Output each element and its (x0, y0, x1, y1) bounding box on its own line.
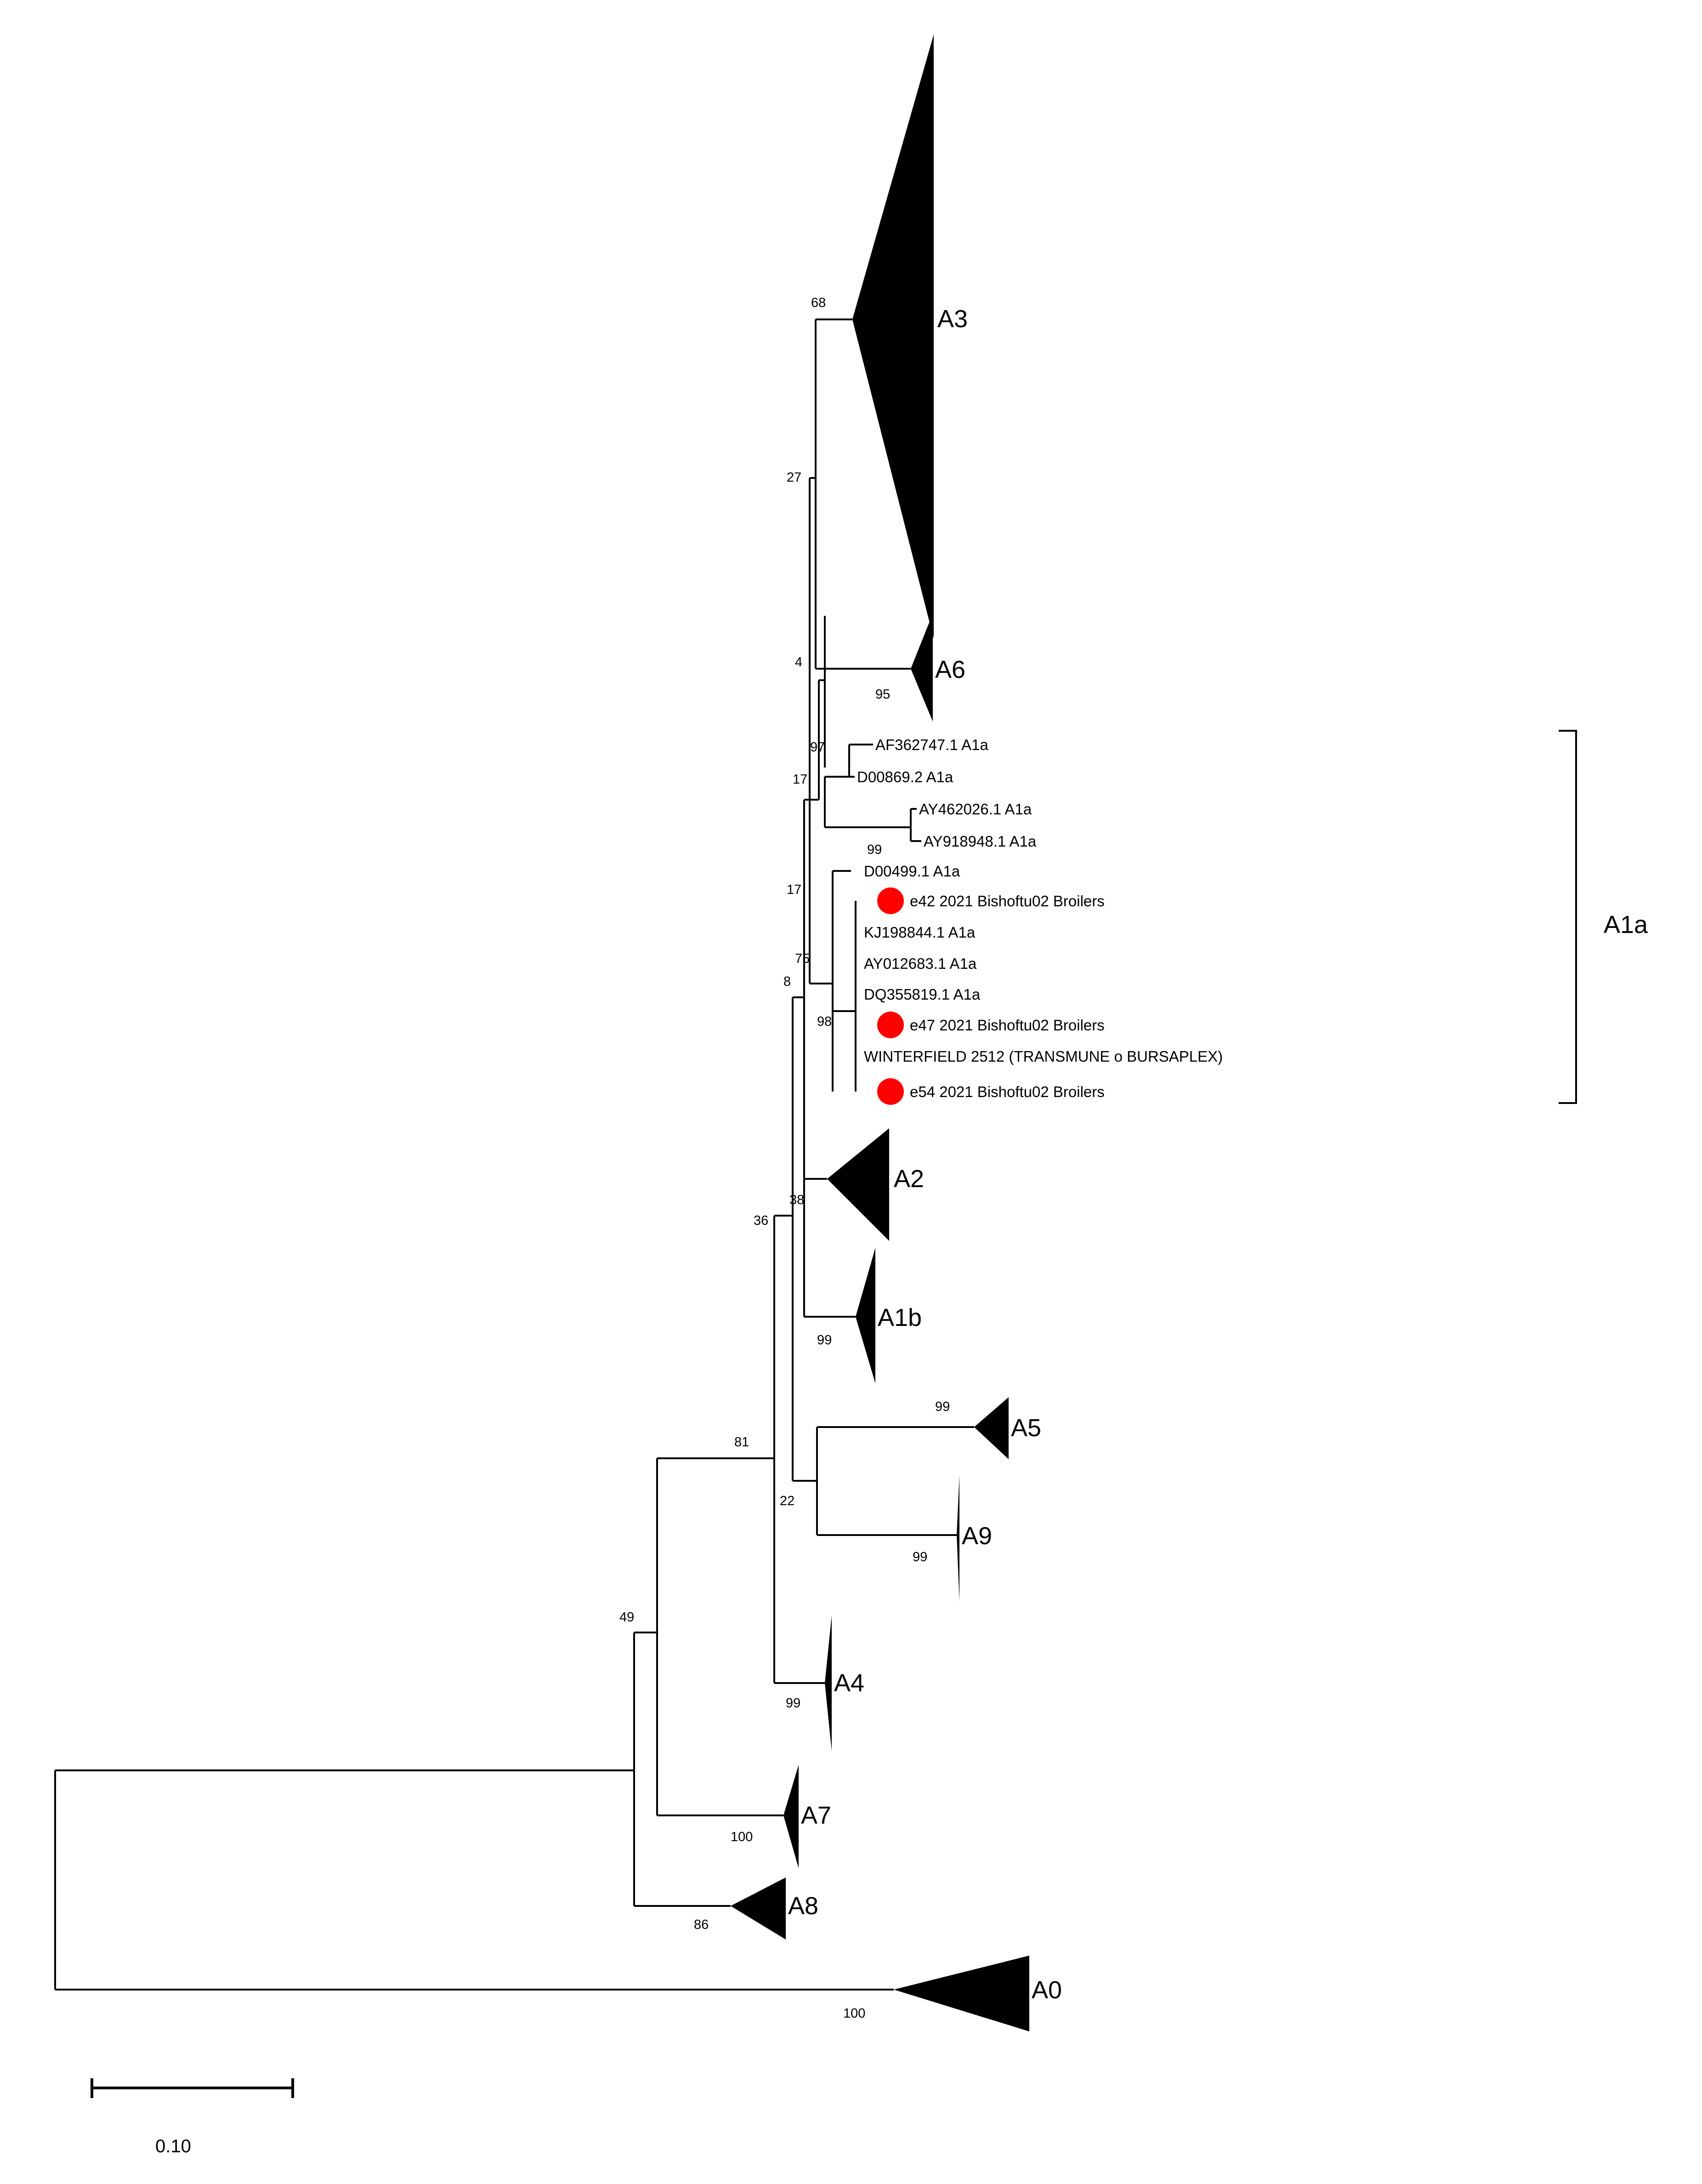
leaf-ay918948: AY918948.1 A1a (924, 833, 1037, 850)
bootstrap-value: 99 (867, 842, 882, 857)
bootstrap-value: 49 (619, 1610, 634, 1625)
bootstrap-value: 98 (817, 1014, 832, 1029)
clade-a5-triangle (974, 1397, 1009, 1459)
bootstrap-value: 100 (843, 2006, 865, 2021)
bootstrap-value: 97 (810, 740, 825, 755)
bootstrap-value: 81 (734, 1435, 749, 1450)
leaf-e47: e47 2021 Bishoftu02 Broilers (910, 1017, 1105, 1034)
scale-bar-line (91, 2078, 294, 2098)
clade-a9-triangle (957, 1475, 959, 1602)
leaf-kj198844: KJ198844.1 A1a (864, 924, 976, 941)
bootstrap-values: 68 27 4 95 97 17 99 17 75 8 98 38 36 99 … (619, 296, 950, 2021)
marker-e54 (877, 1078, 904, 1105)
leaf-ay462026: AY462026.1 A1a (919, 801, 1032, 818)
clade-labels: A3 A6 A2 A1b A5 A9 A4 A7 A8 A0 (788, 305, 1062, 2004)
bootstrap-value: 4 (795, 655, 802, 670)
clade-label-a6: A6 (935, 656, 965, 683)
bootstrap-value: 100 (731, 1830, 753, 1844)
marker-e42 (877, 887, 904, 914)
clade-label-a0: A0 (1032, 1976, 1062, 2004)
clade-a4-triangle (825, 1615, 832, 1751)
clade-a1b-triangle (856, 1248, 875, 1383)
a1a-bracket: A1a (1559, 730, 1648, 1104)
leaf-af362747: AF362747.1 A1a (875, 736, 989, 753)
leaf-labels: AF362747.1 A1a D00869.2 A1a AY462026.1 A… (857, 736, 1223, 1100)
leaf-ay012683: AY012683.1 A1a (864, 955, 977, 972)
clade-label-a4: A4 (834, 1669, 864, 1697)
clade-a3-triangle (852, 34, 934, 639)
bootstrap-value: 86 (694, 1917, 709, 1932)
leaf-e54: e54 2021 Bishoftu02 Broilers (910, 1083, 1105, 1100)
bootstrap-value: 17 (793, 772, 807, 787)
bootstrap-value: 8 (783, 974, 791, 989)
bootstrap-value: 38 (789, 1193, 804, 1207)
bootstrap-value: 75 (795, 951, 810, 966)
clade-label-a1b: A1b (878, 1304, 922, 1331)
clade-label-a5: A5 (1011, 1414, 1041, 1442)
bootstrap-value: 95 (875, 687, 890, 702)
leaf-dq355819: DQ355819.1 A1a (864, 986, 981, 1003)
scale-bar-label: 0.10 (155, 2136, 191, 2156)
tree-branches (54, 318, 974, 1991)
bootstrap-value: 99 (786, 1696, 800, 1711)
sample-markers (877, 887, 904, 1105)
bracket-line (1559, 730, 1577, 1104)
bootstrap-value: 22 (780, 1494, 794, 1508)
clade-label-a2: A2 (894, 1165, 924, 1193)
bootstrap-value: 99 (913, 1550, 927, 1564)
leaf-d00499: D00499.1 A1a (864, 863, 960, 880)
clade-label-a3: A3 (937, 305, 968, 333)
bracket-label-a1a: A1a (1604, 911, 1648, 938)
bootstrap-value: 27 (787, 470, 801, 485)
clade-label-a8: A8 (788, 1892, 818, 1920)
marker-e47 (877, 1012, 904, 1038)
collapsed-clades (731, 34, 1029, 2031)
clade-a0-triangle (894, 1956, 1029, 2031)
clade-a6-triangle (911, 614, 933, 722)
leaf-d00869: D00869.2 A1a (857, 768, 953, 785)
bootstrap-value: 17 (787, 882, 801, 897)
leaf-winterfield: WINTERFIELD 2512 (TRANSMUNE o BURSAPLEX) (864, 1048, 1223, 1065)
leaf-e42: e42 2021 Bishoftu02 Broilers (910, 893, 1105, 910)
bootstrap-value: 68 (811, 296, 826, 310)
clade-a7-triangle (783, 1765, 799, 1868)
clade-label-a7: A7 (801, 1802, 831, 1829)
bootstrap-value: 36 (754, 1213, 768, 1228)
bootstrap-value: 99 (935, 1399, 950, 1414)
clade-label-a9: A9 (962, 1522, 992, 1550)
scale-bar: 0.10 (91, 2078, 294, 2156)
clade-a2-triangle (827, 1128, 889, 1241)
bootstrap-value: 99 (817, 1333, 832, 1348)
clade-a8-triangle (731, 1877, 786, 1939)
